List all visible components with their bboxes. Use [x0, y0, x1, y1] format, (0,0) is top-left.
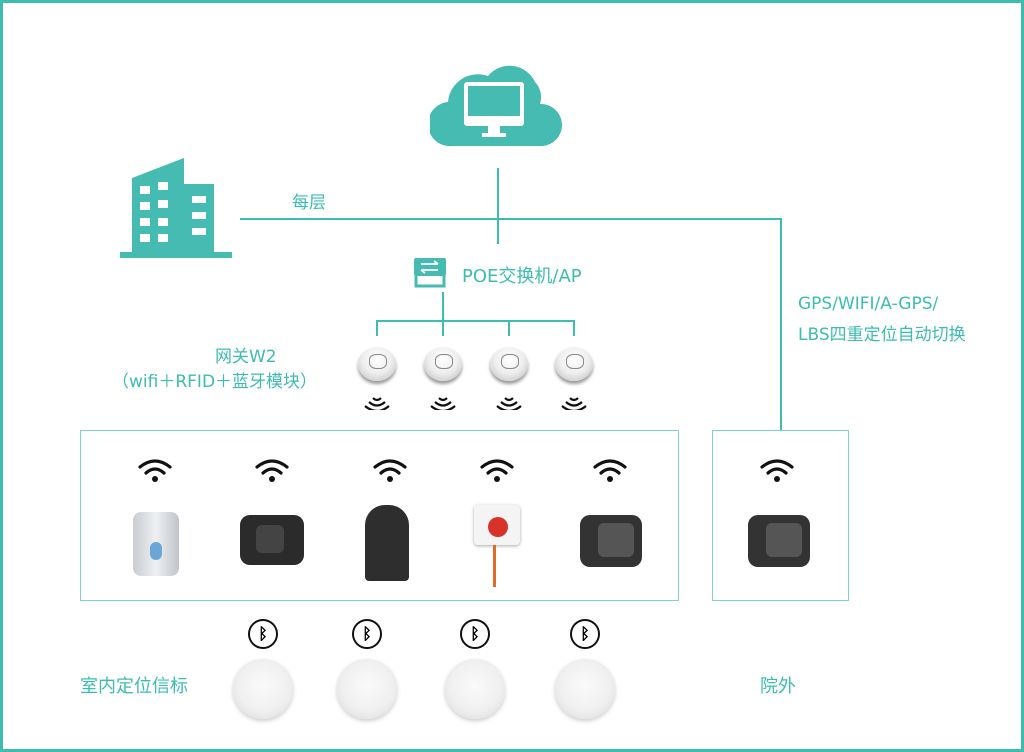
outdoor-devices-box — [712, 430, 849, 601]
beacon-icon — [337, 659, 397, 719]
badge-tag-device — [133, 512, 179, 576]
gps-switch-label: LBS四重定位自动切换 — [798, 325, 966, 345]
wifi-icon — [138, 459, 172, 482]
outdoor-label: 院外 — [760, 676, 796, 697]
wifi-icon — [480, 459, 514, 482]
beacon-icon — [445, 659, 505, 719]
connector-line — [442, 320, 444, 336]
signal-icon — [561, 397, 587, 410]
pull-cord — [493, 545, 496, 587]
gateway-label: 网关W2 — [215, 347, 277, 367]
connector-line — [240, 218, 781, 220]
gateway-icon — [555, 347, 593, 381]
connector-line — [376, 320, 574, 322]
signal-icon — [364, 397, 390, 410]
sos-button-device — [474, 505, 520, 545]
wifi-icon — [255, 459, 289, 482]
gateway-modules-label: （wifi＋RFID＋蓝牙模块） — [112, 372, 318, 392]
signal-icon — [496, 397, 522, 410]
connector-line — [508, 320, 510, 336]
wristband-device — [240, 515, 304, 565]
cloud-monitor-icon — [430, 65, 562, 147]
bluetooth-icon: ᛒ — [570, 619, 600, 649]
bluetooth-icon: ᛒ — [248, 619, 278, 649]
wristband-device — [748, 515, 810, 567]
wifi-icon — [373, 459, 407, 482]
building-icon — [120, 158, 232, 258]
connector-line — [497, 168, 499, 244]
indoor-devices-box — [80, 430, 679, 601]
switch-icon — [414, 258, 446, 288]
gateway-icon — [490, 347, 528, 381]
gateway-icon — [424, 347, 462, 381]
wristband-device — [580, 515, 642, 567]
beacon-icon — [555, 659, 615, 719]
wifi-icon — [760, 459, 794, 482]
connector-line — [780, 218, 782, 430]
per-floor-label: 每层 — [292, 193, 326, 213]
gateway-icon — [358, 347, 396, 381]
pendant-device — [365, 505, 409, 581]
poe-switch-label: POE交换机/AP — [462, 266, 582, 287]
bluetooth-icon: ᛒ — [352, 619, 382, 649]
connector-line — [573, 320, 575, 336]
connector-line — [376, 320, 378, 336]
bluetooth-icon: ᛒ — [460, 619, 490, 649]
indoor-beacon-label: 室内定位信标 — [80, 676, 188, 697]
gps-label: GPS/WIFI/A-GPS/ — [798, 294, 939, 314]
signal-icon — [430, 397, 456, 410]
beacon-icon — [233, 659, 293, 719]
wifi-icon — [593, 459, 627, 482]
connector-line — [442, 292, 444, 320]
